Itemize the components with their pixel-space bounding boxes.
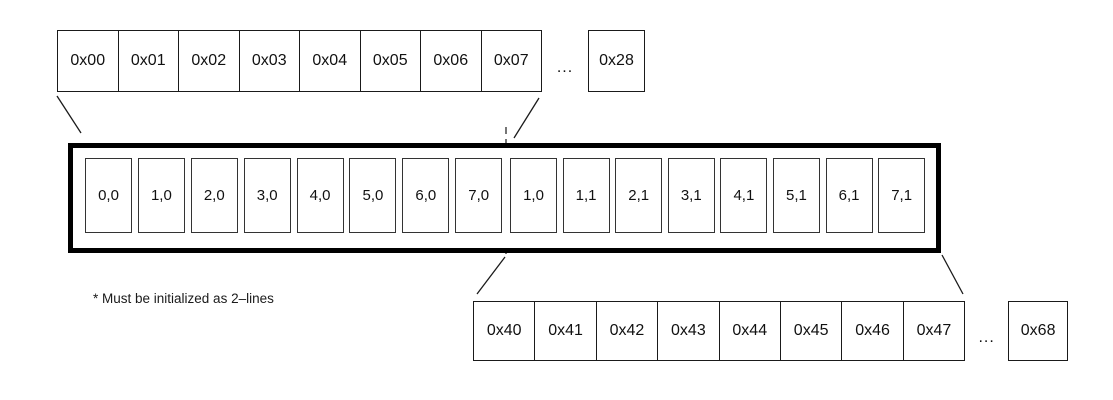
address-cell: 0x40 bbox=[473, 301, 536, 361]
address-cell: 0x03 bbox=[238, 30, 300, 92]
footnote: * Must be initialized as 2–lines bbox=[93, 291, 274, 306]
address-cell: 0x07 bbox=[480, 30, 542, 92]
buffer-cell: 6,1 bbox=[825, 158, 873, 233]
line-buffer-box: 0,0 1,0 2,0 3,0 4,0 5,0 6,0 7,0 1,0 1,1 … bbox=[68, 143, 941, 253]
top-address-row: 0x00 0x01 0x02 0x03 0x04 0x05 0x06 0x07 … bbox=[57, 30, 645, 92]
address-cell: 0x04 bbox=[299, 30, 361, 92]
buffer-cell: 6,0 bbox=[402, 158, 450, 233]
buffer-cell: 5,0 bbox=[349, 158, 397, 233]
address-cell: 0x45 bbox=[779, 301, 843, 361]
address-cell: 0x01 bbox=[117, 30, 179, 92]
buffer-cell: 1,1 bbox=[562, 158, 610, 233]
address-cell: 0x46 bbox=[841, 301, 904, 361]
buffer-cell: 3,1 bbox=[667, 158, 715, 233]
buffer-cell: 0,0 bbox=[85, 158, 132, 233]
buffer-cell: 2,0 bbox=[190, 158, 238, 233]
address-cell-last: 0x28 bbox=[588, 30, 645, 92]
connector-bottom-left-line bbox=[476, 256, 506, 295]
buffer-line-1-group: 1,0 1,1 2,1 3,1 4,1 5,1 6,1 7,1 bbox=[510, 158, 926, 233]
ellipsis: ... bbox=[556, 59, 574, 76]
top-address-cell-group: 0x00 0x01 0x02 0x03 0x04 0x05 0x06 0x07 bbox=[57, 30, 542, 92]
buffer-cell: 2,1 bbox=[615, 158, 663, 233]
ellipsis: ... bbox=[978, 329, 995, 346]
buffer-cell: 3,0 bbox=[243, 158, 291, 233]
buffer-cell: 4,1 bbox=[720, 158, 768, 233]
connector-top-right-line bbox=[513, 97, 540, 139]
address-cell: 0x06 bbox=[420, 30, 482, 92]
address-cell: 0x05 bbox=[359, 30, 421, 92]
buffer-cell: 1,0 bbox=[137, 158, 185, 233]
buffer-cell: 7,1 bbox=[878, 158, 926, 233]
address-cell: 0x00 bbox=[57, 30, 119, 92]
buffer-line-0-group: 0,0 1,0 2,0 3,0 4,0 5,0 6,0 7,0 bbox=[85, 158, 503, 233]
address-cell: 0x42 bbox=[595, 301, 659, 361]
address-cell: 0x41 bbox=[534, 301, 597, 361]
buffer-cell: 1,0 bbox=[510, 158, 557, 233]
buffer-cell: 7,0 bbox=[455, 158, 503, 233]
address-cell: 0x44 bbox=[718, 301, 781, 361]
connector-top-left-line bbox=[56, 95, 82, 134]
address-cell-last: 0x68 bbox=[1008, 301, 1069, 361]
connector-bottom-right-line bbox=[941, 254, 964, 295]
address-cell: 0x47 bbox=[902, 301, 966, 361]
address-cell: 0x02 bbox=[178, 30, 240, 92]
bottom-address-cell-group: 0x40 0x41 0x42 0x43 0x44 0x45 0x46 0x47 bbox=[473, 301, 966, 361]
address-cell: 0x43 bbox=[657, 301, 720, 361]
buffer-cell: 4,0 bbox=[296, 158, 344, 233]
buffer-cell: 5,1 bbox=[772, 158, 820, 233]
bottom-address-row: 0x40 0x41 0x42 0x43 0x44 0x45 0x46 0x47 … bbox=[473, 301, 1069, 361]
